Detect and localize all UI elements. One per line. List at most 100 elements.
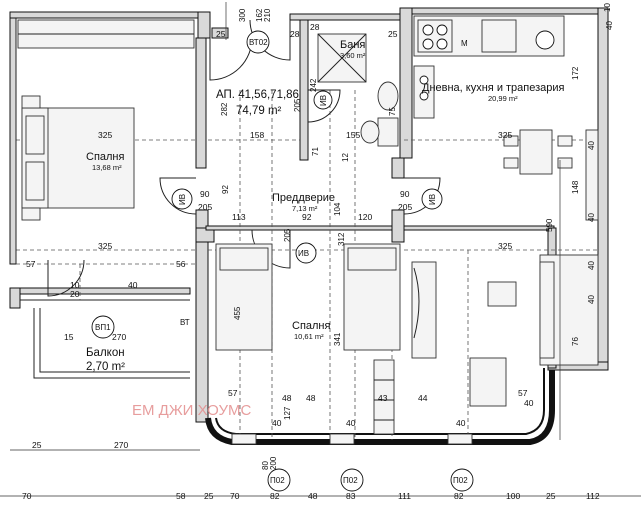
coffee-table [487,281,517,307]
dim-v-4: 205 [283,228,292,242]
dim-b-9: 111 [398,491,411,501]
dims-top: 300 210 25 162 28 28 25 10 40 [216,3,614,39]
apartment-title: АП. 41,56,71,86 [216,89,299,101]
wardrobe-2 [373,359,395,435]
dim-v-3: 92 [221,185,230,194]
dim-mid-13: 57 [26,259,36,269]
dim-top-1: 210 [263,8,272,22]
dim-v-6: 12 [341,153,350,162]
sink [377,81,399,111]
room-living-area: 20,99 m² [488,94,518,103]
dim-v-7: 75 [388,107,397,116]
dim-mid-30: 127 [283,406,292,420]
dim-mid-15: 10 [70,280,80,290]
dim-v-0: 282 [220,102,229,116]
dim-b-11: 100 [506,491,520,501]
apartment-area: 74,79 m² [236,105,282,117]
dim-v-20: 200 [269,456,278,470]
room-hall-area: 7,13 m² [292,204,318,213]
watermark: ЕМ ДЖИ ХОУМС [132,402,251,419]
dim-mid-6: 113 [232,212,246,222]
dimension-lines [0,2,641,497]
dim-top-7: 10 [603,3,612,12]
dim-mid-14: 56 [176,259,186,269]
dim-v-15: 40 [587,141,596,150]
dining-table [519,129,553,175]
dim-v-2: 205 [293,98,302,112]
dim-v-12: 172 [571,66,580,80]
dim-b-1: 270 [114,440,128,450]
dim-mid-16: 40 [128,280,138,290]
dim-b-12: 25 [546,491,556,501]
dim-v-16: 40 [587,213,596,222]
dim-mid-8: 120 [358,212,372,222]
dim-mid-27: 40 [346,418,356,428]
dim-mid-11: 325 [98,241,112,251]
dim-v-9: 312 [337,232,346,246]
dim-mid-4: 90 [200,189,210,199]
room-bedroom1-name: Спалня [86,151,125,163]
dim-b-3: 58 [176,491,186,501]
dim-b-7: 48 [308,491,318,501]
dim-mid-12: 325 [498,241,512,251]
room-balcony-area: 2,70 m² [86,361,125,373]
dim-v-11: 341 [333,332,342,346]
tag-iv-bath: ИВ [319,95,328,106]
dim-mid-23: 43 [378,393,388,403]
dim-v-1: 242 [309,78,318,92]
tag-iv-left: ИВ [178,194,187,205]
dim-mid-2: 155 [346,130,360,140]
dim-mid-10: 205 [398,202,412,212]
dim-v-19: 148 [571,180,580,194]
dim-mid-21: 48 [282,393,292,403]
dim-mid-29: 40 [524,398,534,408]
dim-v-8: 104 [333,202,342,216]
dim-top-0: 300 [238,8,247,22]
dim-v-17: 40 [587,261,596,270]
dim-mid-19: 270 [112,332,126,342]
dim-b-4: 25 [204,491,214,501]
tag-iv-hall: ИВ [298,249,309,258]
tag-p02-2: П02 [343,476,358,485]
toilet [360,120,380,144]
furniture [17,15,599,445]
dim-mid-1: 158 [250,130,264,140]
room-bedroom1-area: 13,68 m² [92,163,122,172]
tag-m: М [461,39,468,48]
dim-top-6: 25 [388,29,398,39]
dim-v-21: 80 [261,461,270,470]
tags: ВТ02 ИВ ИВ ИВ ИВ ВП1 ВТ М П02 П02 П02 [91,30,474,492]
dim-mid-24: 44 [418,393,428,403]
room-bathroom-area: 3,60 m² [340,51,366,60]
dim-b-5: 70 [230,491,240,501]
tag-vt02: ВТ02 [249,38,268,47]
dim-v-14: 76 [571,337,580,346]
dim-top-3: 162 [255,8,264,22]
walls [9,7,609,445]
dim-mid-0: 325 [98,130,112,140]
dim-v-10: 455 [233,306,242,320]
dim-v-18: 40 [587,295,596,304]
room-living-name: Дневна, кухня и трапезария [422,82,565,94]
room-bedroom2-name: Спалня [292,320,331,332]
dim-mid-17: 20 [70,289,80,299]
dim-b-0: 25 [32,440,42,450]
dim-mid-22: 48 [306,393,316,403]
dim-top-5: 28 [310,22,320,32]
dims-mid: 325 158 155 325 90 205 113 92 120 90 205… [26,130,534,428]
dim-b-10: 82 [454,491,464,501]
dim-mid-25: 57 [518,388,528,398]
room-bathroom-name: Баня [340,39,365,51]
dim-v-5: 71 [311,147,320,156]
dim-v-13: 590 [545,218,554,232]
dim-b-6: 82 [270,491,280,501]
dim-mid-5: 205 [198,202,212,212]
dim-b-2: 70 [22,491,32,501]
dim-b-8: 83 [346,491,356,501]
tag-p02-1: П02 [270,476,285,485]
dim-top-4: 28 [290,29,300,39]
dims-bottom: 25 270 70 58 25 70 82 48 83 111 82 100 2… [22,440,600,501]
tag-iv-right: ИВ [428,194,437,205]
tag-vt: ВТ [180,318,190,327]
